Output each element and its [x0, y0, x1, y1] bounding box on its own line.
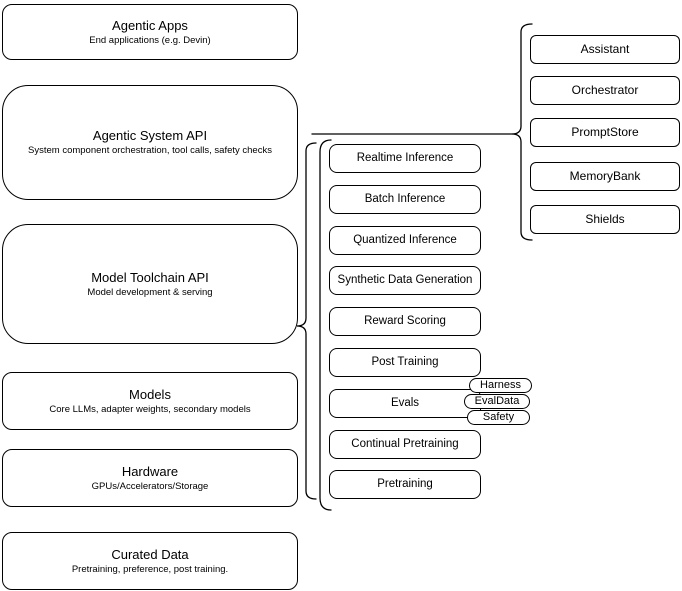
node-realtime-inference[interactable]: Realtime Inference: [329, 144, 481, 173]
node-model-toolchain-api[interactable]: Model Toolchain API Model development & …: [2, 224, 298, 344]
node-title: Model Toolchain API: [91, 269, 209, 285]
node-pretraining[interactable]: Pretraining: [329, 470, 481, 499]
node-title: Agentic Apps: [112, 17, 188, 33]
node-post-training[interactable]: Post Training: [329, 348, 481, 377]
node-agentic-system-api[interactable]: Agentic System API System component orch…: [2, 85, 298, 200]
node-batch-inference[interactable]: Batch Inference: [329, 185, 481, 214]
toolchain-bracket: [319, 139, 332, 511]
node-subtitle: Model development & serving: [87, 286, 213, 298]
toolchain-brace: [296, 142, 317, 500]
node-synthetic-data-generation[interactable]: Synthetic Data Generation: [329, 266, 481, 295]
node-promptstore[interactable]: PromptStore: [530, 118, 680, 147]
node-memorybank[interactable]: MemoryBank: [530, 162, 680, 191]
node-evals[interactable]: Evals: [329, 389, 481, 418]
pill-safety[interactable]: Safety: [467, 410, 530, 425]
pill-evaldata[interactable]: EvalData: [464, 394, 530, 409]
node-title: Agentic System API: [92, 128, 208, 143]
node-subtitle: GPUs/Accelerators/Storage: [91, 480, 209, 492]
pill-harness[interactable]: Harness: [469, 378, 532, 393]
node-curated-data[interactable]: Curated Data Pretraining, preference, po…: [2, 532, 298, 590]
node-quantized-inference[interactable]: Quantized Inference: [329, 226, 481, 255]
node-agentic-apps[interactable]: Agentic Apps End applications (e.g. Devi…: [2, 4, 298, 60]
node-hardware[interactable]: Hardware GPUs/Accelerators/Storage: [2, 449, 298, 507]
node-title: Models: [129, 386, 171, 402]
node-subtitle: System component orchestration, tool cal…: [28, 145, 272, 156]
node-shields[interactable]: Shields: [530, 205, 680, 234]
node-models[interactable]: Models Core LLMs, adapter weights, secon…: [2, 372, 298, 430]
node-title: Hardware: [121, 463, 179, 479]
system-components-brace: [511, 23, 533, 241]
node-subtitle: End applications (e.g. Devin): [89, 34, 211, 46]
node-continual-pretraining[interactable]: Continual Pretraining: [329, 430, 481, 459]
node-subtitle: Core LLMs, adapter weights, secondary mo…: [49, 403, 251, 415]
node-title: Curated Data: [111, 546, 189, 562]
node-subtitle: Pretraining, preference, post training.: [71, 563, 229, 575]
node-assistant[interactable]: Assistant: [530, 35, 680, 64]
node-orchestrator[interactable]: Orchestrator: [530, 76, 680, 105]
node-reward-scoring[interactable]: Reward Scoring: [329, 307, 481, 336]
